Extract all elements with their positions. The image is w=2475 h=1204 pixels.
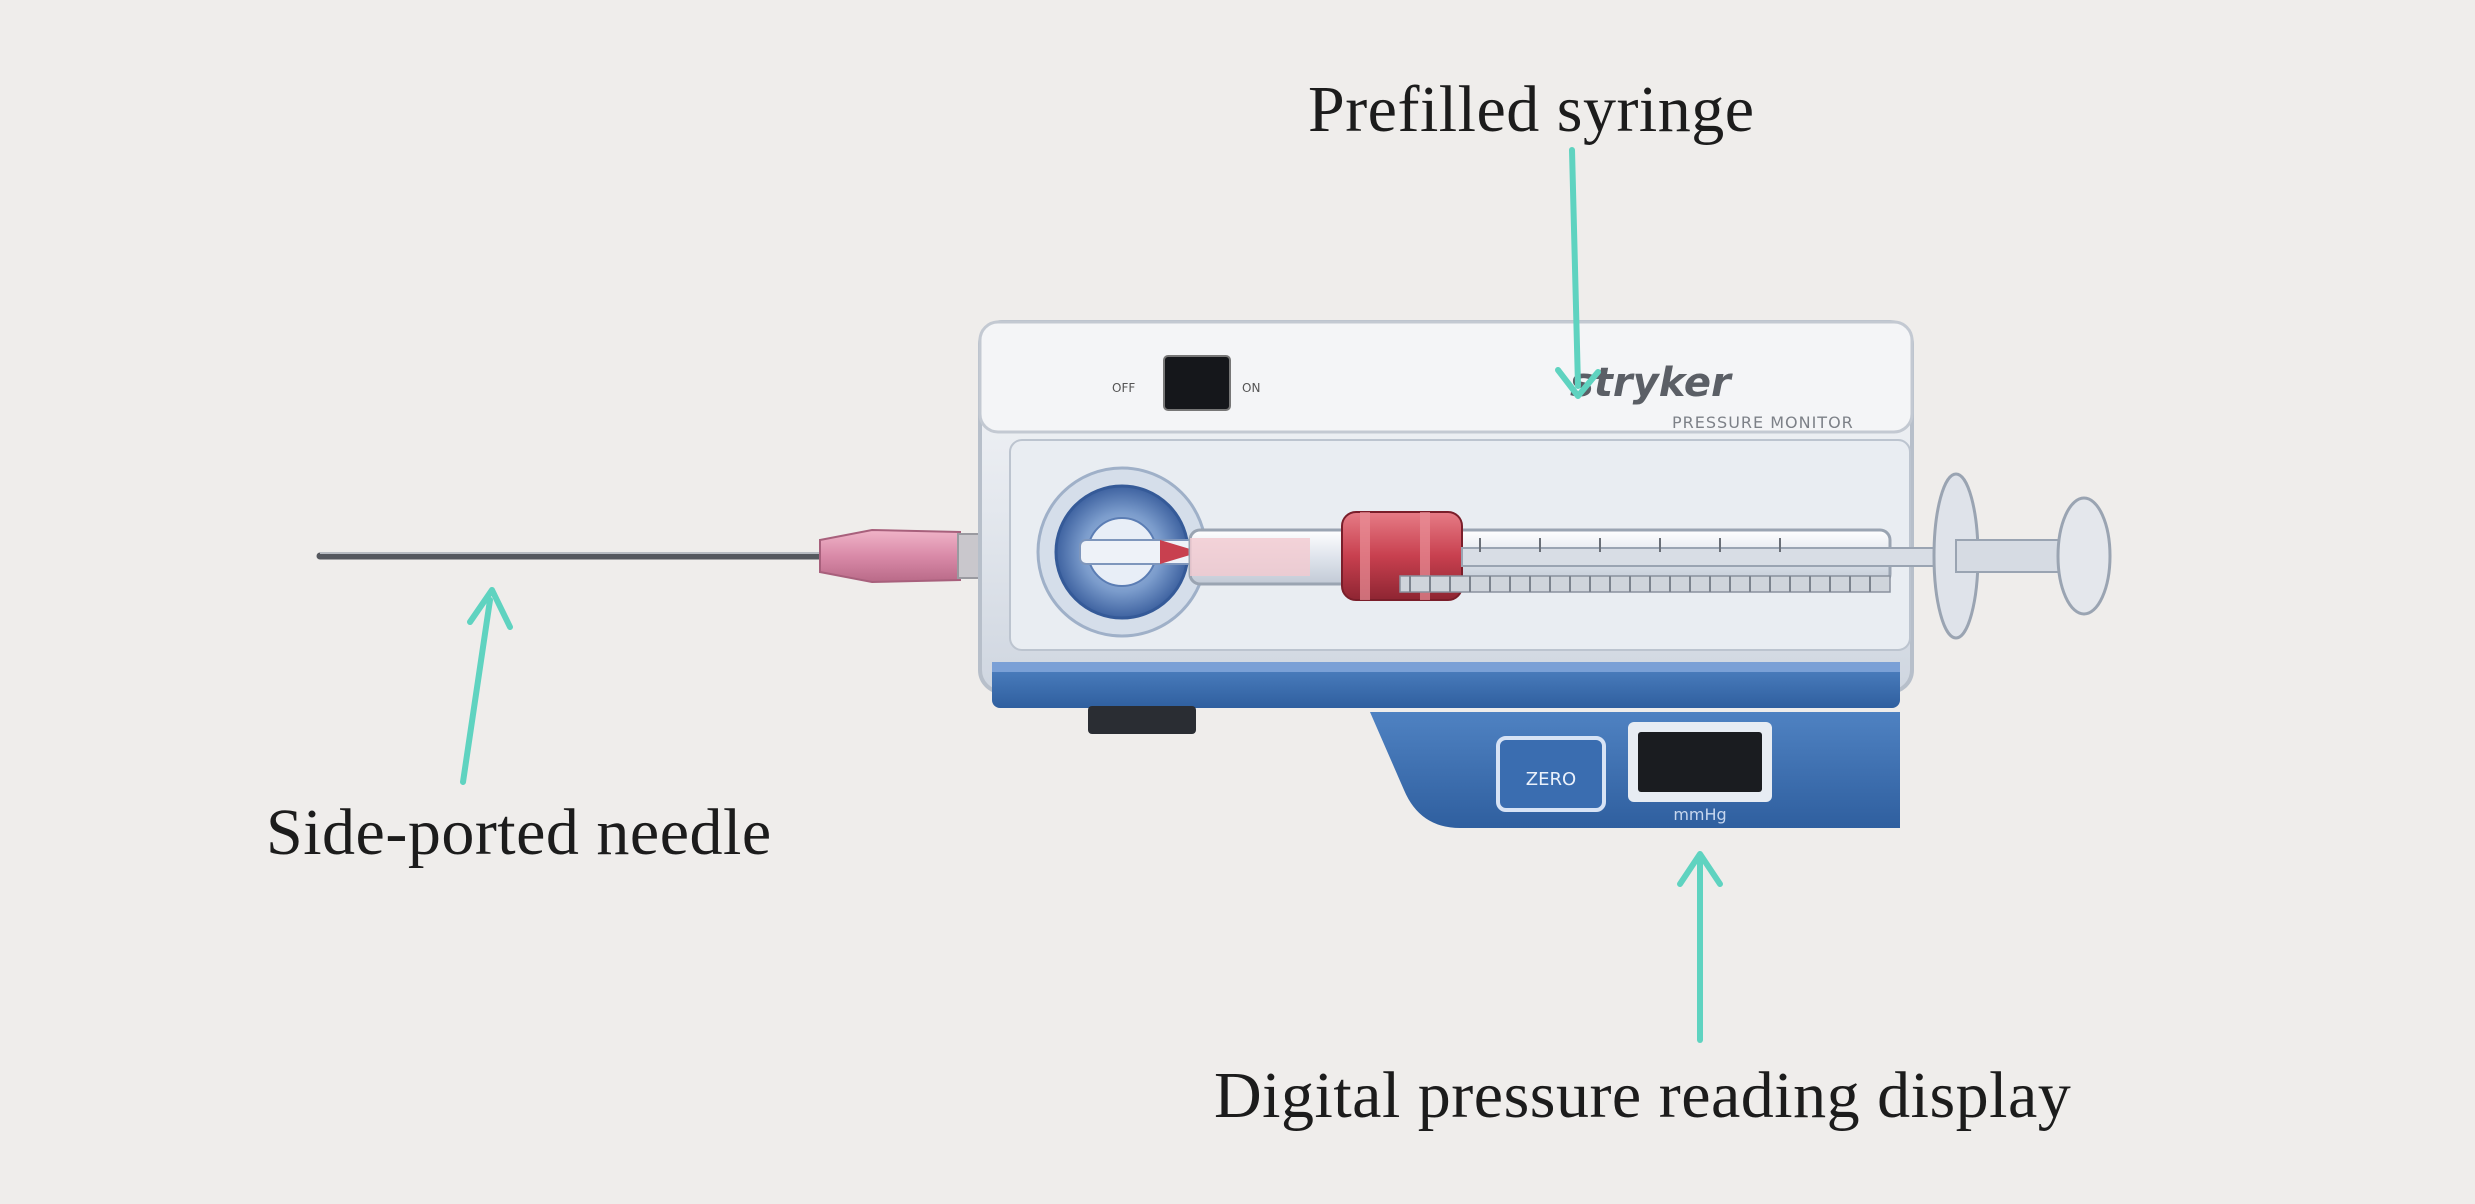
arrow-down-icon: [1555, 147, 1601, 399]
display-base: ZERO mmHg: [1370, 712, 1900, 828]
switch-off-label: OFF: [1112, 381, 1135, 395]
side-ported-needle: [316, 552, 836, 560]
label-side-ported-needle: Side-ported needle: [266, 796, 772, 869]
transducer-valve: [1036, 466, 1208, 638]
power-switch: OFF ON: [1112, 355, 1260, 411]
label-prefilled-syringe: Prefilled syringe: [1308, 73, 1755, 146]
zero-button-label: ZERO: [1526, 769, 1576, 790]
switch-on-label: ON: [1242, 381, 1260, 395]
brand-logo: stryker PRESSURE MONITOR: [1570, 360, 1854, 432]
brand-name: stryker: [1570, 360, 1733, 406]
unit-label: mmHg: [1673, 805, 1726, 824]
prefilled-syringe: [1188, 511, 1963, 601]
syringe-plunger-thumb: [1932, 472, 2112, 640]
needle-hub: [819, 528, 991, 584]
label-digital-pressure-display: Digital pressure reading display: [1214, 1059, 2072, 1132]
arrow-up-icon: [460, 587, 513, 785]
model-name: PRESSURE MONITOR: [1672, 413, 1854, 432]
arrow-up-icon: [1677, 851, 1723, 1043]
